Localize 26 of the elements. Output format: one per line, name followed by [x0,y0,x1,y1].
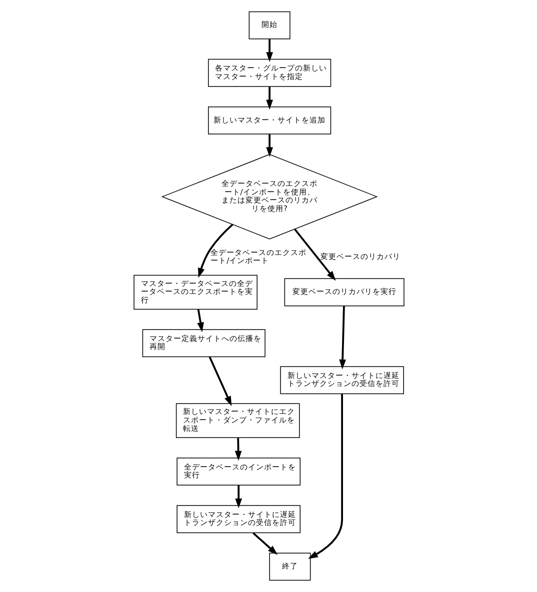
arrow [252,532,278,555]
node-box: 新しいマスター・サイトを追加 [208,106,331,134]
arrow [234,485,242,508]
node-box: マスター定義サイトへの伝播を再開 [142,329,265,358]
arrow [308,394,342,559]
node-diamond: 全データベースのエクスポート/インポートを使用、または変更ベースのリカバリを使用? [160,154,378,240]
node-box: 各マスター・グループの新しいマスター・サイトを指定 [208,58,331,87]
node-box: 新しいマスター・サイトにエクスポート・ダンプ・ファイルを転送 [175,403,300,438]
arrow [197,224,233,278]
node-box: 新しいマスター・サイトに遅延トランザクションの受信を許可 [280,366,404,394]
node-box: 終了 [268,552,310,581]
arrow [266,39,273,62]
node-box: マスター・データベースの全データベースのエクスポートを実行 [133,274,257,310]
node-box: 新しいマスター・サイトに遅延トランザクションの受信を許可 [176,505,300,534]
arrow [266,86,273,110]
arrow [266,134,273,158]
node-box: 開始 [248,11,290,40]
node-box: 全データベースのインポートを実行 [176,458,300,486]
arrow [338,306,346,370]
node-box: 変更ベースのリカバリを実行 [284,278,404,306]
arrow [234,438,242,461]
arrow [208,356,232,406]
edge-label: 変更ベースのリカバリ [320,252,400,261]
arrow [196,309,204,332]
arrow [294,228,336,281]
edge-label: 全データベースのエクスポート/インポート [210,248,306,266]
